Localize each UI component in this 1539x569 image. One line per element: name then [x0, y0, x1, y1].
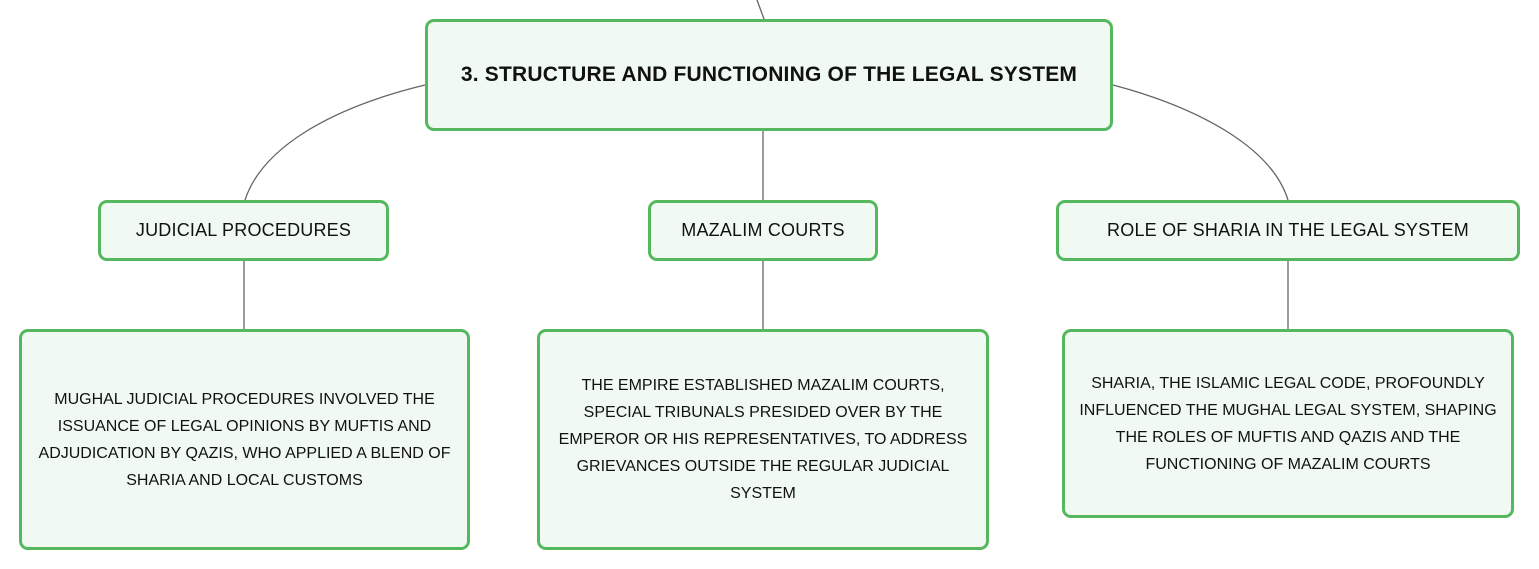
detail-node-mazalim-courts[interactable]: THE EMPIRE ESTABLISHED MAZALIM COURTS, S…: [537, 329, 989, 550]
detail-text-judicial-procedures: MUGHAL JUDICIAL PROCEDURES INVOLVED THE …: [38, 390, 451, 489]
root-topic-node[interactable]: 3. STRUCTURE AND FUNCTIONING OF THE LEGA…: [425, 19, 1113, 131]
incoming-connector-line: [756, 0, 765, 20]
topic-node-judicial-procedures[interactable]: JUDICIAL PROCEDURES: [98, 200, 389, 261]
topic-node-mazalim-courts[interactable]: MAZALIM COURTS: [648, 200, 878, 261]
topic-label-role-of-sharia: ROLE OF SHARIA IN THE LEGAL SYSTEM: [1107, 220, 1469, 240]
connector-root-to-role-of-sharia: [1112, 84, 1289, 201]
topic-label-judicial-procedures: JUDICIAL PROCEDURES: [135, 220, 352, 240]
topic-node-role-of-sharia[interactable]: ROLE OF SHARIA IN THE LEGAL SYSTEM: [1056, 200, 1520, 261]
root-topic-label: 3. STRUCTURE AND FUNCTIONING OF THE LEGA…: [460, 63, 1078, 86]
connector-root-to-judicial-procedures: [244, 84, 426, 201]
topic-label-mazalim-courts: MAZALIM COURTS: [681, 220, 845, 240]
detail-node-judicial-procedures[interactable]: MUGHAL JUDICIAL PROCEDURES INVOLVED THE …: [19, 329, 470, 550]
detail-text-role-of-sharia: SHARIA, THE ISLAMIC LEGAL CODE, PROFOUND…: [1079, 374, 1497, 473]
detail-text-mazalim-courts: THE EMPIRE ESTABLISHED MAZALIM COURTS, S…: [558, 377, 968, 502]
detail-node-role-of-sharia[interactable]: SHARIA, THE ISLAMIC LEGAL CODE, PROFOUND…: [1062, 329, 1514, 518]
